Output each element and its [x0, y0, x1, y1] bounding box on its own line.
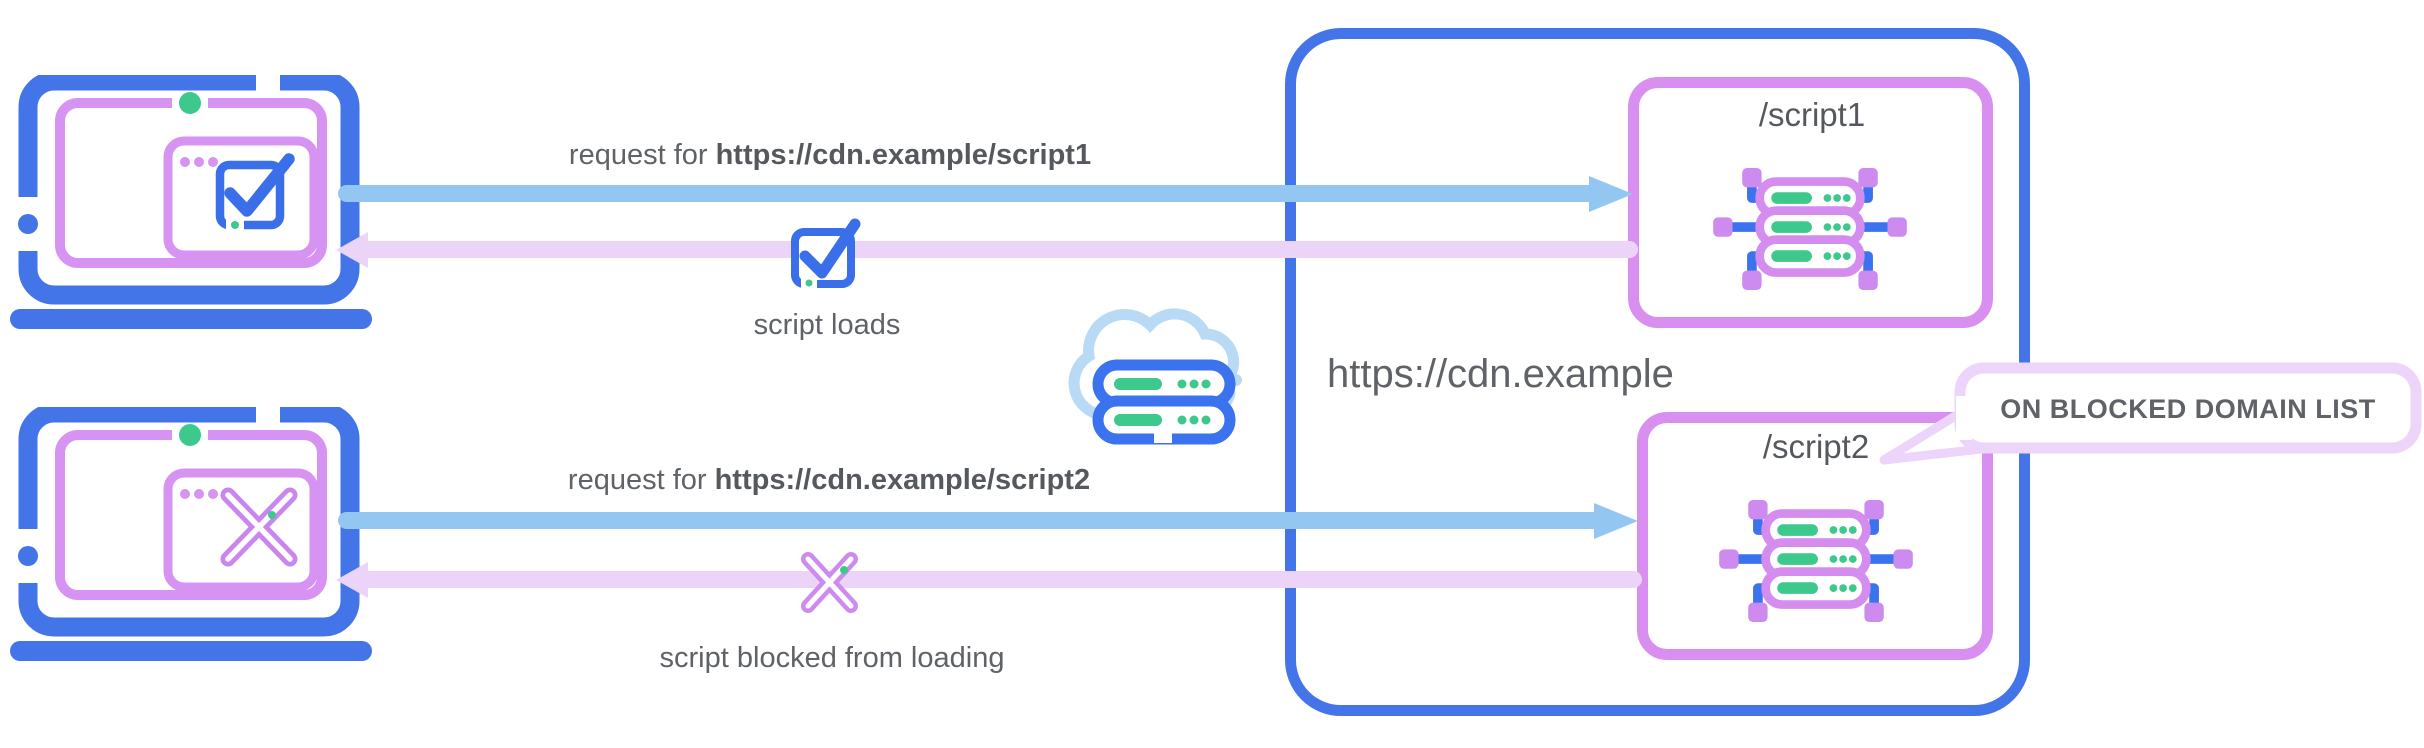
blocked-domain-callout	[1879, 362, 2422, 465]
checkbox-check-icon	[791, 218, 861, 288]
request-arrow-script2	[338, 512, 1596, 529]
response-arrowhead-script1	[336, 232, 368, 268]
response-arrow-script2	[364, 571, 1642, 588]
endpoint-label-script2: /script2	[1762, 428, 1870, 465]
server-cluster-icon	[1719, 500, 1913, 622]
request-prefix: request for	[567, 464, 715, 496]
request-prefix: request for	[568, 139, 716, 171]
cross-icon	[220, 487, 298, 567]
blocked-domain-callout-text: ON BLOCKED DOMAIN LIST	[2000, 393, 2376, 424]
request-arrowhead-script1	[1589, 176, 1633, 212]
laptop-check-icon	[10, 75, 372, 329]
endpoint-box-script2	[1637, 412, 1993, 660]
endpoint-label-script1: /script1	[1758, 96, 1866, 133]
request-url: https://cdn.example/script2	[714, 464, 1091, 496]
result-label-script1: script loads	[753, 309, 901, 341]
request-arrow-script1	[338, 185, 1592, 202]
response-arrowhead-script2	[336, 562, 368, 598]
cross-icon	[801, 552, 858, 613]
request-url: https://cdn.example/script1	[715, 139, 1092, 171]
cdn-domain-label: https://cdn.example	[1327, 352, 1674, 396]
request-label-script1: request for https://cdn.example/script1	[569, 138, 1091, 172]
response-arrow-script1	[364, 241, 1638, 258]
request-label-script2: request for https://cdn.example/script2	[568, 463, 1090, 497]
result-label-script2: script blocked from loading	[659, 642, 1005, 674]
request-arrowhead-script2	[1594, 503, 1638, 539]
server-cluster-icon	[1713, 168, 1907, 290]
laptop-cross-icon	[10, 407, 372, 661]
cloud-server-icon	[1068, 308, 1242, 445]
